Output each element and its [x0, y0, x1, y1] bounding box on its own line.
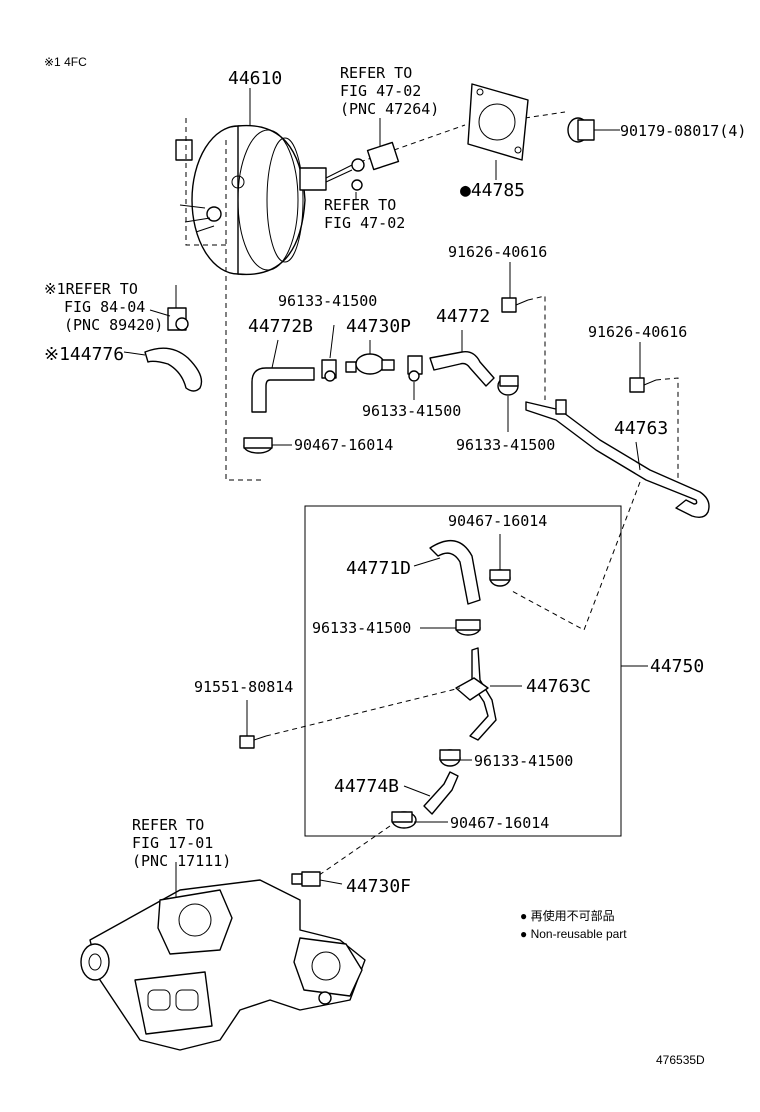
label-refer-top-2: FIG 47-02	[340, 82, 421, 100]
label-bolt-91626-40616-b: 91626-40616	[588, 323, 687, 341]
label-clamp-90467-16014-c: 90467-16014	[450, 814, 549, 832]
label-bolt-91626-40616-a: 91626-40616	[448, 243, 547, 261]
label-refer-left-1: ※1REFER TO	[44, 280, 138, 298]
label-refer-left-2: FIG 84-04	[64, 298, 145, 316]
label-clip-96133-41500-right: 96133-41500	[456, 436, 555, 454]
intake-manifold	[80, 879, 366, 1051]
label-clip-96133-41500-top: 96133-41500	[278, 292, 377, 310]
label-hose-44776: ※144776	[44, 344, 124, 365]
label-refer-bottom-3: (PNC 17111)	[132, 852, 231, 870]
label-refer-mid-2: FIG 47-02	[324, 214, 405, 232]
label-valve-44730p: 44730P	[346, 316, 411, 337]
bolt-91551-80814	[239, 735, 267, 749]
clip-96133-41500-box2	[439, 749, 461, 767]
clip-96133-41500-mid	[407, 355, 423, 382]
vacuum-sensor	[167, 285, 189, 331]
gasket-44785	[467, 83, 529, 161]
label-refer-left-3: (PNC 89420)	[64, 316, 163, 334]
label-hose-44771d: 44771D	[346, 558, 411, 579]
hose-44772	[429, 351, 495, 387]
label-assembly-44750: 44750	[650, 656, 704, 677]
bolt-91626-40616-b	[629, 377, 657, 393]
check-valve-fitting	[351, 141, 400, 191]
pipe-44763c	[455, 647, 497, 741]
label-nut-90179-08017: 90179-08017(4)	[620, 122, 746, 140]
label-hose-44774b: 44774B	[334, 776, 399, 797]
legend-en: ● Non-reusable part	[520, 927, 627, 941]
clip-96133-41500-box1	[455, 619, 481, 636]
label-pipe-44763: 44763	[614, 418, 668, 439]
figure-id: 476535D	[656, 1053, 705, 1067]
label-hose-44772: 44772	[436, 306, 490, 327]
clamp-90467-16014-a	[243, 437, 273, 454]
hose-44771d	[429, 539, 481, 605]
label-refer-top-3: (PNC 47264)	[340, 100, 439, 118]
check-valve-44730p	[345, 353, 395, 375]
label-refer-mid-1: REFER TO	[324, 196, 396, 214]
label-refer-bottom-1: REFER TO	[132, 816, 204, 834]
hose-44776	[144, 347, 203, 392]
label-clip-96133-41500-mid: 96133-41500	[362, 402, 461, 420]
clip-96133-41500-right	[497, 375, 519, 396]
label-clamp-90467-16014-a: 90467-16014	[294, 436, 393, 454]
hose-44772b	[251, 367, 315, 413]
label-clip-96133-41500-box2: 96133-41500	[474, 752, 573, 770]
variant-note: ※1 4FC	[44, 55, 87, 69]
label-gasket-44785: ●44785	[460, 180, 525, 201]
pipe-44763	[525, 399, 710, 519]
label-clip-96133-41500-box1: 96133-41500	[312, 619, 411, 637]
label-pipe-44763c: 44763C	[526, 676, 591, 697]
clamp-90467-16014-b	[489, 569, 511, 587]
clip-96133-41500-top	[321, 359, 337, 382]
bolt-91626-40616-a	[501, 297, 529, 313]
union-44730f	[291, 871, 321, 887]
label-refer-top-1: REFER TO	[340, 64, 412, 82]
legend-jp: ● 再使用不可部品	[520, 908, 615, 923]
label-refer-bottom-2: FIG 17-01	[132, 834, 213, 852]
assembly-44750-frame	[304, 505, 622, 837]
label-clamp-90467-16014-b: 90467-16014	[448, 512, 547, 530]
label-bolt-91551-80814: 91551-80814	[194, 678, 293, 696]
label-booster-44610: 44610	[228, 68, 282, 89]
nut-90179-08017	[567, 117, 595, 143]
hose-44774b	[423, 771, 459, 815]
label-hose-44772b: 44772B	[248, 316, 313, 337]
brake-booster-44610	[175, 124, 353, 276]
label-union-44730f: 44730F	[346, 876, 411, 897]
clamp-90467-16014-c	[391, 811, 417, 829]
